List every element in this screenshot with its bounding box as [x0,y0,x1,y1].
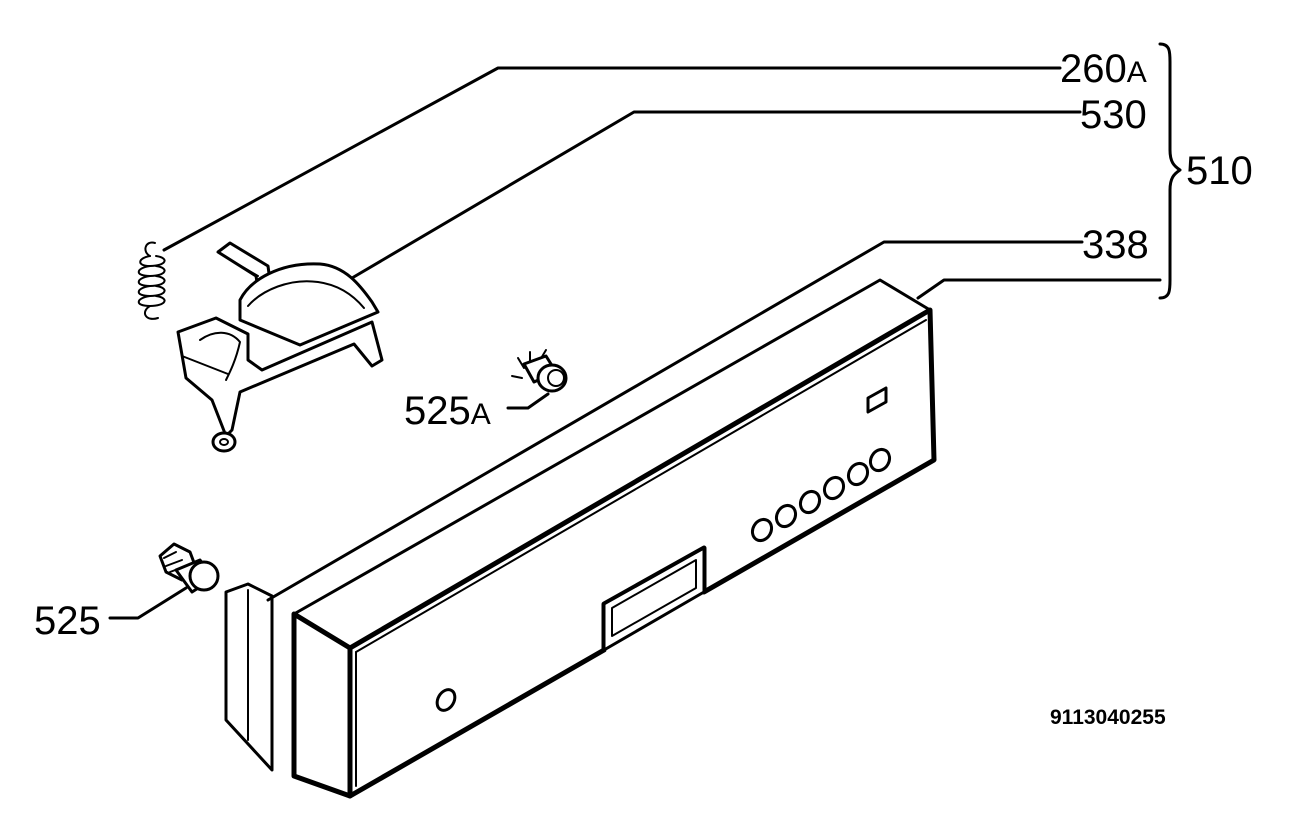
part-label-338: 338 [1082,223,1149,267]
control-panel-part [291,278,937,799]
button-525-part [158,542,220,594]
lever-bracket-part [176,241,384,453]
knob-row [750,447,892,543]
button-525a-part [511,349,568,393]
part-label-260a: 260A [1060,47,1147,91]
part-label-525: 525 [34,599,101,643]
leader-lines [108,42,1182,620]
document-number: 9113040255 [1050,706,1166,729]
spring-part [137,241,166,320]
end-cap-part [224,582,274,772]
part-label-525a: 525A [404,389,491,433]
part-label-530: 530 [1080,93,1147,137]
part-label-510: 510 [1186,149,1253,193]
